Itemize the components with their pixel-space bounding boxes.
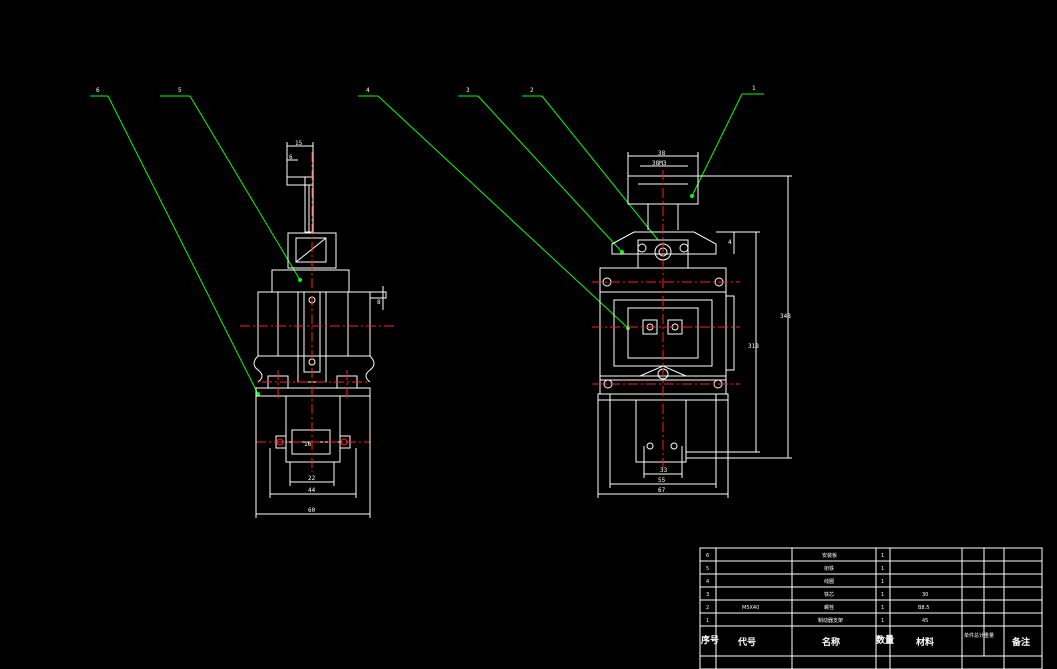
row-4-qty: 1: [881, 579, 884, 585]
balloon-3: 3: [466, 87, 470, 94]
balloon-2: 2: [530, 87, 534, 94]
header-code: 代号: [737, 636, 756, 648]
dim-348: 348: [780, 313, 791, 320]
dim-44: 44: [308, 487, 316, 494]
row-6-qty: 1: [881, 553, 884, 559]
row-1-no: 1: [706, 618, 709, 624]
header-note: 备注: [1011, 636, 1030, 648]
dim-67: 67: [658, 487, 666, 494]
front-view: 38 38M3 4 318 348 33 55 67 4 3 2 1: [358, 85, 792, 498]
balloon-4: 4: [366, 87, 370, 94]
parts-list: 6 安装板 1 5 衔铁 1 4 线圈 1 3 铁芯 1 30 2 M5X40 …: [699, 547, 1043, 669]
dim-8: 8: [377, 299, 381, 306]
row-6-no: 6: [706, 553, 709, 559]
row-2-qty: 1: [881, 605, 884, 611]
dim-4: 4: [728, 239, 732, 246]
row-4-no: 4: [706, 579, 709, 585]
dim-318: 318: [748, 343, 759, 350]
dim-16: 16: [304, 441, 312, 448]
header-qty: 数量: [876, 634, 894, 646]
row-1-mat: 45: [922, 618, 928, 624]
row-2-mat: B8.5: [918, 605, 929, 611]
row-6-name: 安装板: [822, 552, 837, 559]
header-name: 名称: [822, 636, 840, 648]
header-weight: 单件总计重量: [964, 632, 994, 639]
row-2-name: 螺栓: [824, 604, 834, 611]
balloon-6: 6: [96, 87, 100, 94]
dim-15: 15: [295, 140, 303, 147]
row-5-no: 5: [706, 566, 709, 572]
dim-33: 33: [660, 467, 668, 474]
dim-6: 6: [289, 154, 293, 161]
header-no: 序号: [701, 634, 719, 646]
row-1-name: 制动器支架: [818, 617, 843, 624]
row-3-mat: 30: [922, 592, 928, 598]
balloon-5: 5: [178, 87, 182, 94]
dim-55: 55: [658, 477, 666, 484]
header-mat: 材料: [915, 636, 934, 648]
side-view: 15 6 8 16 22 44 60 6 5: [90, 87, 395, 518]
row-2-no: 2: [706, 605, 709, 611]
balloon-1: 1: [752, 85, 756, 92]
dim-38: 38: [658, 150, 666, 157]
row-3-qty: 1: [881, 592, 884, 598]
row-3-name: 铁芯: [824, 591, 834, 598]
row-5-name: 衔铁: [824, 565, 834, 572]
row-4-name: 线圈: [824, 578, 834, 585]
row-5-qty: 1: [881, 566, 884, 572]
row-2-code: M5X40: [742, 605, 759, 611]
row-1-qty: 1: [881, 618, 884, 624]
row-3-no: 3: [706, 592, 709, 598]
dim-38m3: 38M3: [652, 160, 667, 167]
dim-60: 60: [308, 507, 316, 514]
dim-22: 22: [308, 475, 316, 482]
